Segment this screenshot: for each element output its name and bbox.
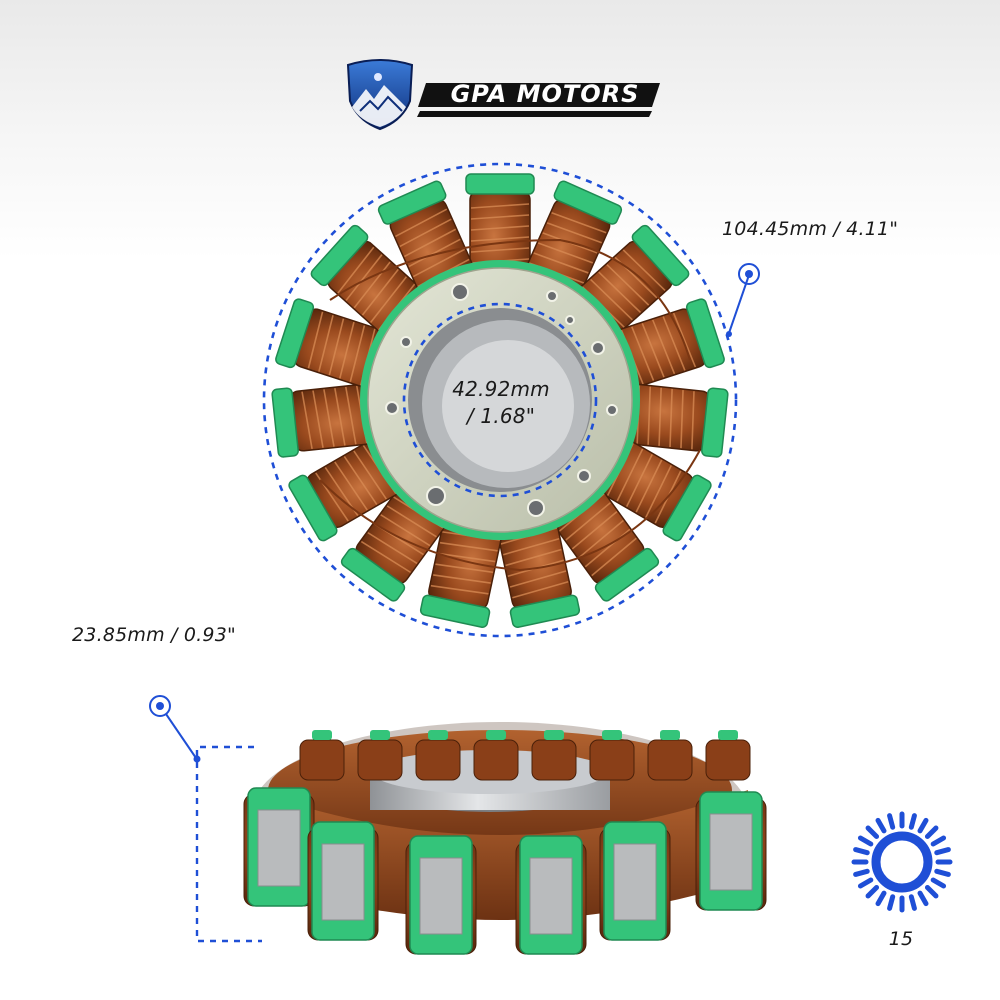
- stator-top-view: [271, 173, 729, 628]
- back-coil: [589, 739, 635, 781]
- back-coil-cap: [370, 730, 390, 740]
- inner-diameter-label: 42.92mm / 1.68": [438, 376, 564, 430]
- front-coil: [243, 787, 315, 907]
- inner-diameter-guide: [402, 302, 598, 498]
- brand-logo: GPA MOTORS: [340, 55, 670, 135]
- back-coil: [415, 739, 461, 781]
- back-coil: [705, 739, 751, 781]
- outer-diameter-callout: [726, 263, 760, 337]
- inner-diameter-in: / 1.68": [466, 404, 536, 428]
- back-coil: [647, 739, 693, 781]
- front-coil: [599, 821, 671, 941]
- pole-count-label: 15: [888, 928, 914, 950]
- coil-pole: [465, 173, 535, 283]
- back-coil: [299, 739, 345, 781]
- back-coil-cap: [718, 730, 738, 740]
- height-label: 23.85mm / 0.93": [72, 624, 236, 646]
- logo-wordmark: GPA MOTORS: [450, 80, 640, 108]
- front-coil: [515, 835, 587, 955]
- back-coil-cap: [486, 730, 506, 740]
- back-coil-cap: [312, 730, 332, 740]
- stator-ring-icon: [851, 811, 953, 913]
- front-coil: [695, 791, 767, 911]
- front-coil: [405, 835, 477, 955]
- stator-side-view: [243, 722, 767, 955]
- back-coil-cap: [544, 730, 564, 740]
- back-coil: [357, 739, 403, 781]
- shield-emblem-icon: [346, 59, 660, 131]
- inner-diameter-mm: 42.92mm: [452, 377, 550, 401]
- back-coil: [531, 739, 577, 781]
- height-callout: [149, 695, 262, 943]
- back-coil: [473, 739, 519, 781]
- front-coil: [307, 821, 379, 941]
- back-coil-cap: [428, 730, 448, 740]
- back-coil-cap: [602, 730, 622, 740]
- outer-diameter-label: 104.45mm / 4.11": [722, 218, 899, 240]
- outer-diameter-guide: [262, 162, 738, 638]
- back-coil-cap: [660, 730, 680, 740]
